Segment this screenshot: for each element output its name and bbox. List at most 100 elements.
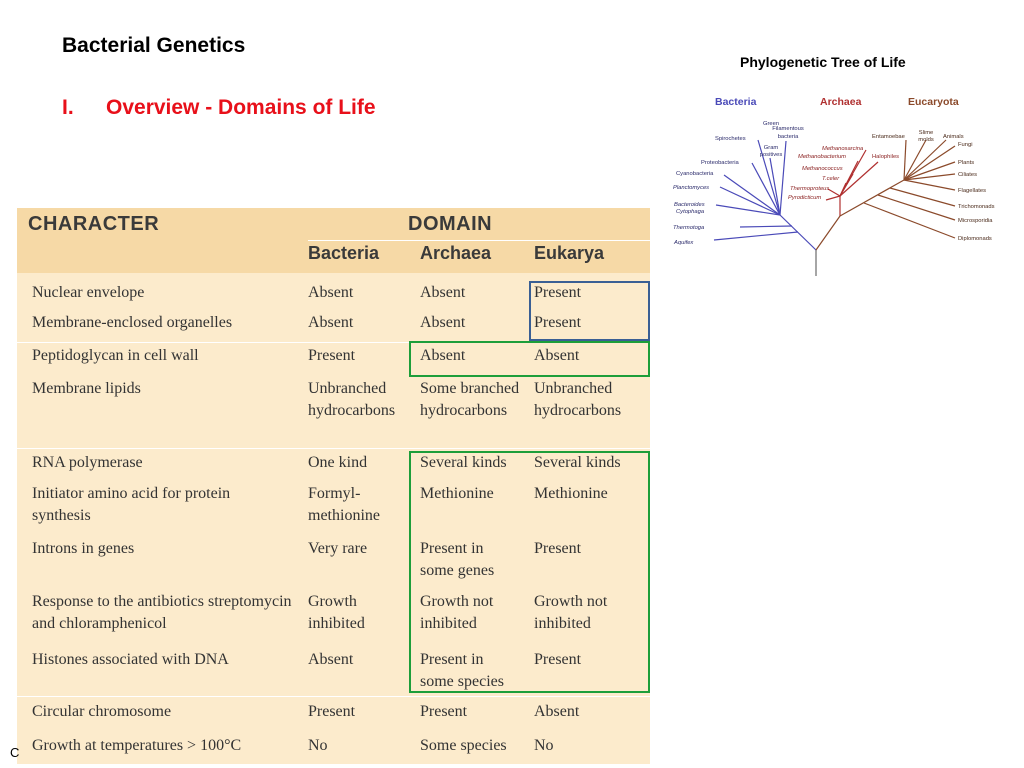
eukarya-cell: Present: [534, 284, 582, 301]
eukarya-cell: Methionine: [534, 485, 608, 502]
bacteria-cell: Absent: [308, 314, 354, 331]
branch-spirochetes: [757, 139, 781, 216]
tree-label: Thermoproteus: [790, 186, 829, 192]
tree-label: Planctomyces: [673, 185, 709, 191]
tree-label: Ciliates: [958, 172, 977, 178]
bacteria-cell: Absent: [308, 284, 354, 301]
column-header-bacteria: Bacteria: [308, 243, 380, 263]
character-cell: Membrane lipids: [32, 380, 141, 397]
eukarya-cell: Unbranched hydrocarbons: [534, 380, 622, 419]
tree-label: Flagellates: [958, 188, 986, 194]
branch-plants: [903, 161, 956, 181]
domain-label-archaea: Archaea: [820, 96, 862, 108]
branch-slime-molds: [903, 139, 927, 181]
bacteria-cell: Very rare: [308, 540, 368, 557]
branch-aquifex: [713, 231, 799, 241]
branch-green-filamentous: [779, 140, 787, 216]
eukarya-cell: Absent: [534, 703, 580, 720]
tree-label: Bacteroides: [674, 202, 705, 208]
branch-flagellates: [903, 179, 956, 191]
tree-label: Thermotoga: [673, 225, 705, 231]
bacteria-labels: Green Filamentous bacteria Spirochetes G…: [673, 121, 804, 246]
tree-branches: [713, 139, 956, 276]
archaea-cell: Absent: [420, 347, 466, 364]
archaea-cell: Absent: [420, 284, 466, 301]
branch-planctomyces: [719, 186, 781, 216]
tree-label: bacteria: [778, 134, 799, 140]
archaea-labels: Methanosarcina Methanobacterium Halophil…: [788, 146, 899, 201]
row-divider: [17, 696, 650, 697]
eucaryota-labels: Entamoebae Slime molds Animals Fungi Pla…: [872, 130, 995, 242]
tree-label: Microsporidia: [958, 218, 993, 224]
tree-label: Fungi: [958, 142, 973, 148]
highlight-box-blue: [529, 281, 650, 341]
character-cell: Histones associated with DNA: [32, 651, 229, 668]
column-header-archaea: Archaea: [420, 243, 492, 263]
branch-fungi: [903, 145, 956, 181]
slide-subtitle: I. Overview - Domains of Life: [62, 96, 376, 120]
character-header: CHARACTER: [28, 213, 160, 235]
archaea-cell: Present in some species: [420, 651, 504, 690]
character-cell: RNA polymerase: [32, 454, 143, 471]
bacteria-cell: Present: [308, 703, 356, 720]
eukarya-cell: Absent: [534, 347, 580, 364]
footer-text: C: [10, 745, 20, 760]
branch-halophiles: [839, 161, 879, 197]
tree-label: Gram: [764, 145, 779, 151]
bacteria-cell: Growth inhibited: [308, 593, 365, 632]
column-header-eukarya: Eukarya: [534, 243, 605, 263]
branch-entamoebae: [903, 139, 907, 181]
eukarya-cell: Present: [534, 540, 582, 557]
slide-title: Bacterial Genetics: [62, 34, 246, 57]
tree-label: Animals: [943, 134, 964, 140]
bacteria-cell: One kind: [308, 454, 368, 471]
bacteria-cell: Absent: [308, 651, 354, 668]
character-cell: Response to the antibiotics streptomycin…: [32, 593, 292, 632]
branch-thermotoga: [739, 225, 793, 228]
eukarya-cell: Present: [534, 651, 582, 668]
branch-bacteroides: [715, 204, 781, 216]
tree-label: Diplomonads: [958, 236, 992, 242]
branch-thermoproteus: [827, 188, 841, 197]
tree-label: Aquifex: [673, 240, 694, 246]
highlight-box-green-archaea-eukarya: [409, 451, 650, 693]
archaea-cell: Growth not inhibited: [420, 593, 494, 632]
tree-label: Methanosarcina: [822, 146, 864, 152]
bacteria-cell: No: [308, 737, 328, 754]
eukarya-cell: No: [534, 737, 554, 754]
character-cell: Circular chromosome: [32, 703, 172, 720]
phylogenetic-tree: Bacteria Archaea Eucaryota Green Filamen…: [673, 96, 995, 276]
header-divider: [308, 240, 650, 241]
archaea-cell: Present in some genes: [420, 540, 495, 579]
branch-trichomonads: [889, 187, 956, 207]
tree-label: Methanococcus: [802, 166, 843, 172]
character-cell: Initiator amino acid for protein synthes…: [32, 485, 231, 524]
branch-cyanobacteria: [723, 174, 781, 216]
character-cell: Membrane-enclosed organelles: [32, 314, 233, 331]
domain-header: DOMAIN: [408, 213, 493, 235]
tree-label: Cyanobacteria: [676, 171, 714, 177]
tree-label: Spirochetes: [715, 136, 746, 142]
tree-title: Phylogenetic Tree of Life: [740, 54, 906, 70]
tree-label: Plants: [958, 160, 974, 166]
bacteria-cell: Present: [308, 347, 356, 364]
archaea-cell: Several kinds: [420, 454, 507, 471]
subtitle-number: I.: [62, 96, 74, 119]
bacteria-cell: Formyl-methionine: [308, 485, 380, 524]
domain-comparison-table: CHARACTER DOMAIN Bacteria Archaea Eukary…: [17, 208, 650, 764]
domain-label-eucaryota: Eucaryota: [908, 96, 959, 108]
tree-label: Entamoebae: [872, 134, 905, 140]
tree-label: Halophiles: [872, 154, 899, 160]
branch-diplomonads: [863, 202, 956, 239]
tree-label: molds: [918, 137, 934, 143]
tree-label: Trichomonads: [958, 204, 995, 210]
tree-label: Slime: [919, 130, 934, 136]
eucarya-stem: [839, 179, 905, 217]
character-cell: Introns in genes: [32, 540, 135, 557]
tree-label: Proteobacteria: [701, 160, 739, 166]
archaea-eucarya-stem: [815, 215, 841, 251]
character-cell: Growth at temperatures > 100°C: [32, 737, 242, 754]
subtitle-text: Overview - Domains of Life: [106, 96, 376, 119]
tree-label: Filamentous: [772, 126, 804, 132]
character-cell: Peptidoglycan in cell wall: [32, 347, 199, 364]
